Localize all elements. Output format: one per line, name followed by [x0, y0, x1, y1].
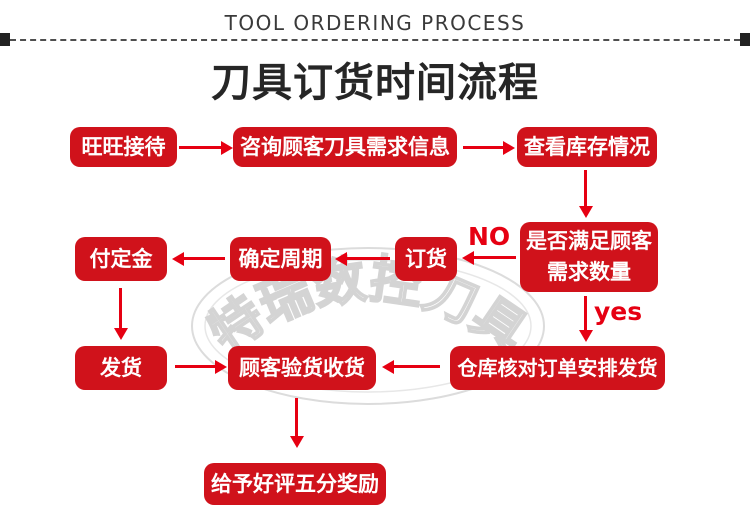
flow-node-praise: 给予好评五分奖励 — [204, 463, 386, 505]
divider-dashed-line — [10, 38, 740, 41]
page-title: 刀具订货时间流程 — [211, 60, 539, 106]
flow-arrow-cycle-to-deposit — [172, 251, 225, 266]
flow-node-deposit: 付定金 — [75, 237, 167, 281]
flow-arrow-deposit-to-ship — [113, 288, 128, 340]
flow-arrow-inspect-to-praise — [289, 398, 304, 448]
flow-arrow-consult-to-check-stock — [463, 140, 515, 155]
branch-label-yes: yes — [594, 297, 643, 326]
flow-node-cycle: 确定周期 — [230, 237, 331, 281]
branch-label-no: NO — [468, 222, 511, 251]
flow-node-warehouse: 仓库核对订单安排发货 — [450, 346, 665, 390]
flow-arrow-satisfy-to-order — [462, 250, 516, 265]
flow-arrow-reception-to-consult — [179, 140, 233, 155]
flow-arrow-satisfy-to-warehouse — [578, 296, 593, 342]
flow-node-satisfy: 是否满足顾客 需求数量 — [520, 222, 658, 292]
flow-node-satisfy-line1: 是否满足顾客 — [526, 229, 652, 253]
flow-node-order: 订货 — [395, 237, 457, 281]
flow-node-check-stock: 查看库存情况 — [517, 127, 657, 167]
flow-arrow-check-stock-to-satisfy — [578, 170, 593, 218]
flow-arrow-warehouse-to-inspect — [382, 359, 440, 374]
flow-node-reception: 旺旺接待 — [70, 127, 177, 167]
flow-node-consult: 咨询顾客刀具需求信息 — [233, 127, 457, 167]
flow-node-satisfy-line2: 需求数量 — [547, 260, 631, 284]
flow-node-inspect: 顾客验货收货 — [228, 346, 376, 390]
eyebrow-title: TOOL ORDERING PROCESS — [224, 11, 526, 35]
divider-square-left — [0, 33, 10, 46]
divider-square-right — [740, 33, 750, 46]
flow-arrow-ship-to-inspect — [175, 359, 227, 374]
divider — [0, 33, 750, 46]
flow-node-ship: 发货 — [75, 346, 167, 390]
flow-arrow-order-to-cycle — [335, 251, 390, 266]
